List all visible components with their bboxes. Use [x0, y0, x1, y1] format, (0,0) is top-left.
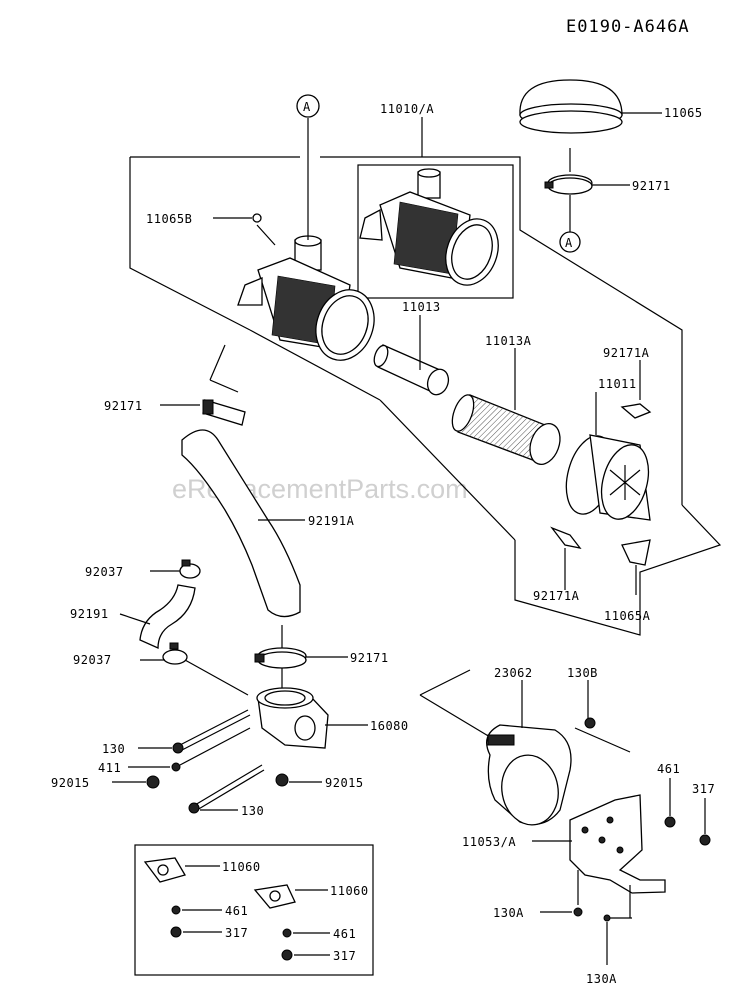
frame-line-diagonal	[379, 399, 516, 541]
label-92171-left: 92171	[104, 399, 143, 413]
label-130a-b: 130A	[586, 972, 617, 986]
label-130a-a: 130A	[493, 906, 524, 920]
hose-92191a	[181, 429, 301, 618]
frame-lower-2	[419, 694, 496, 741]
callout-a-top	[296, 94, 320, 118]
label-317-right: 317	[692, 782, 715, 796]
label-92171a-bottom: 92171A	[533, 589, 580, 603]
leader-92191	[119, 613, 151, 625]
air-cleaner-assembly-inset	[359, 168, 499, 286]
bolt-130-a-shaft	[179, 709, 249, 746]
washer-461-right	[664, 816, 676, 828]
label-92015-right: 92015	[325, 776, 364, 790]
label-130-a: 130	[102, 742, 125, 756]
label-411: 411	[98, 761, 121, 775]
label-11013a: 11013A	[485, 334, 532, 348]
label-92191a: 92191A	[308, 514, 355, 528]
diagram-code: E0190-A646A	[566, 17, 690, 37]
label-11010a: 11010/A	[380, 102, 434, 116]
washer-line	[179, 727, 251, 766]
element-11013	[373, 344, 450, 396]
clamp-92037-b	[162, 642, 188, 665]
cover-11065	[519, 79, 623, 134]
callout-a-top-label: A	[303, 100, 311, 114]
assembly-inset-box	[357, 164, 514, 299]
clamp-92171-mid	[254, 647, 307, 669]
frame-lower-1	[419, 669, 471, 696]
gasket-11060-a	[143, 857, 186, 883]
label-461-inset-a: 461	[225, 904, 248, 918]
label-92037-a: 92037	[85, 565, 124, 579]
nut-317-inset-a	[170, 926, 182, 938]
nut-317-right	[699, 834, 711, 846]
nut-92015-left	[146, 775, 160, 789]
label-11060-b: 11060	[330, 884, 369, 898]
washer-411	[171, 762, 181, 772]
frame-lower-3	[574, 727, 631, 753]
bolt-130-a-shaft2	[181, 714, 251, 751]
bolt-130-b-shaft2	[196, 769, 265, 811]
clip-92171a-bottom	[550, 526, 582, 549]
clip-92171a-top	[620, 403, 652, 419]
label-92171-mid: 92171	[350, 651, 389, 665]
label-16080: 16080	[370, 719, 409, 733]
label-11065a: 11065A	[604, 609, 651, 623]
callout-a-bottom	[559, 231, 581, 253]
clamp-92037-a	[179, 559, 201, 579]
label-130b: 130B	[567, 666, 598, 680]
frame-line-left	[129, 157, 251, 331]
label-92037-b: 92037	[73, 653, 112, 667]
label-317-inset-b: 317	[333, 949, 356, 963]
label-130-b: 130	[241, 804, 264, 818]
bolt-130a-b	[603, 914, 611, 922]
label-11011: 11011	[598, 377, 637, 391]
bolt-130-b-shaft	[194, 764, 263, 806]
clamp-92171-left	[202, 399, 246, 426]
bolt-130-b-head	[188, 802, 200, 814]
clamp-92171-top	[544, 174, 593, 195]
label-11013: 11013	[402, 300, 441, 314]
leader-11065b-2	[256, 224, 276, 246]
gasket-inset-box	[134, 844, 374, 976]
nut-317-inset-b	[281, 949, 293, 961]
label-92191: 92191	[70, 607, 109, 621]
gasket-11060-b	[253, 884, 296, 909]
bolt-130b	[584, 717, 596, 729]
air-cleaner-body	[237, 235, 375, 361]
callout-a-bottom-label: A	[565, 236, 573, 250]
label-92171a-top: 92171A	[603, 346, 650, 360]
label-11065b: 11065B	[146, 212, 192, 226]
frame-line-top-right	[320, 156, 683, 505]
washer-461-inset-a	[171, 905, 181, 915]
leader-left-frame-2	[209, 379, 239, 393]
label-23062: 23062	[494, 666, 533, 680]
cap-11011	[565, 434, 651, 521]
leader-92037-b-2	[184, 659, 249, 696]
bolt-130-a-head	[172, 742, 184, 754]
label-92171-top: 92171	[632, 179, 671, 193]
gasket-23062	[486, 724, 572, 826]
plug-11065b	[252, 213, 262, 223]
element-11013a	[451, 394, 561, 465]
label-461-inset-b: 461	[333, 927, 356, 941]
bolt-130a-a	[573, 907, 583, 917]
elbow-16080	[256, 687, 329, 749]
label-11053a: 11053/A	[462, 835, 516, 849]
hose-92191	[139, 584, 196, 650]
label-11060-a: 11060	[222, 860, 261, 874]
frame-line-mid	[249, 329, 381, 401]
washer-461-inset-b	[282, 928, 292, 938]
nut-92015-right	[275, 773, 289, 787]
leader-left-frame	[209, 344, 226, 381]
label-461-right: 461	[657, 762, 680, 776]
frame-line-right	[514, 504, 722, 636]
label-11065: 11065	[664, 106, 703, 120]
label-317-inset-a: 317	[225, 926, 248, 940]
bracket-11053a	[569, 794, 666, 894]
label-92015-left: 92015	[51, 776, 90, 790]
valve-11065a	[621, 539, 651, 566]
